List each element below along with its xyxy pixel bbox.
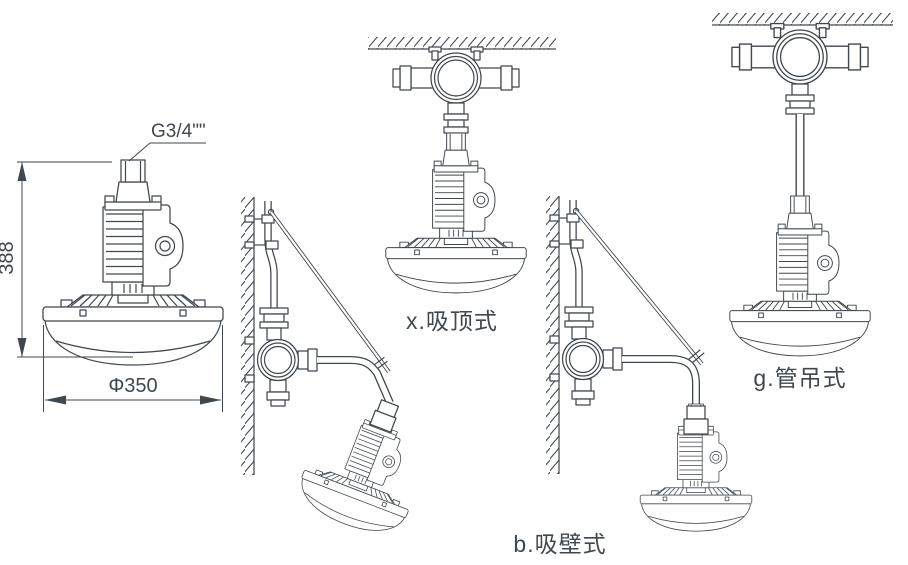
union-coupling [443, 102, 469, 134]
label-wall-mount: b.吸壁式 [513, 531, 606, 557]
wall-mount-assembly [546, 196, 622, 474]
union-coupling [785, 83, 815, 115]
tilted-lamp-group [291, 384, 442, 544]
diagonal-brace [574, 209, 705, 366]
view-pipe-pendant-mount: g.管吊式 [712, 13, 893, 391]
dimension-diameter: Φ350 [43, 325, 223, 412]
ceiling-hatching [712, 13, 893, 25]
height-dimension-label: 388 [0, 241, 18, 274]
wall-mount-assembly [241, 197, 317, 475]
thread-size-label: G3/4"" [151, 121, 206, 142]
view-wall-mount-vertical: b.吸壁式 [513, 196, 753, 557]
view-standalone-lamp: G3/4"" 388 Φ350 [0, 121, 224, 412]
dimension-height: 388 [0, 161, 133, 358]
ceiling-junction-box [731, 22, 869, 85]
mount-arm [622, 355, 700, 405]
lamp-coupling [683, 418, 709, 435]
dimension-thread-callout: G3/4"" [128, 121, 206, 162]
mount-arm [317, 356, 394, 405]
lamp-fixture [42, 159, 224, 366]
ceiling-hatching [368, 37, 556, 49]
label-pipe-mount: g.管吊式 [753, 365, 846, 391]
ceiling-junction-box [392, 46, 520, 104]
lamp-fixture [385, 132, 527, 294]
lamp-fixture [291, 384, 442, 544]
hanging-lamp-group [639, 403, 753, 532]
view-ceiling-mount: x.吸顶式 [368, 37, 556, 334]
view-wall-mount-tilted [241, 197, 442, 544]
lamp-fixture [729, 195, 871, 357]
lamp-coupling [369, 409, 397, 433]
lamp-coupling [686, 405, 706, 420]
diameter-dimension-label: Φ350 [108, 375, 157, 397]
label-ceiling-mount: x.吸顶式 [406, 308, 498, 334]
